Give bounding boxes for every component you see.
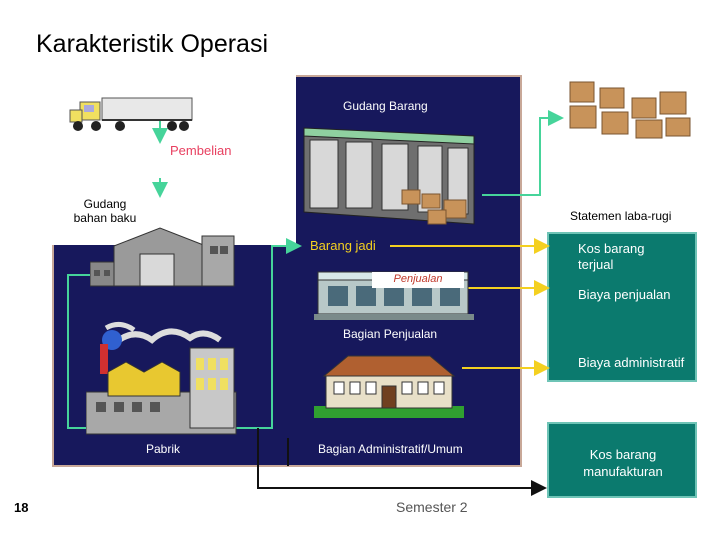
- bagian-admin-label: Bagian Administratif/Umum: [318, 442, 463, 456]
- biaya-penjualan-item: Biaya penjualan: [578, 287, 671, 302]
- pabrik-label: Pabrik: [146, 442, 181, 456]
- kos-barang-terjual-item: Kos barang terjual: [578, 241, 645, 272]
- income-statement-box: [547, 232, 697, 382]
- semester-label: Semester 2: [396, 499, 468, 515]
- pembelian-label: Pembelian: [170, 143, 232, 158]
- biaya-administratif-item: Biaya administratif: [578, 355, 685, 370]
- barang-jadi-label: Barang jadi: [310, 238, 376, 253]
- warehouse-icon: [303, 127, 475, 225]
- kos-barang-manufakturan-label: Kos barang manufakturan: [583, 447, 663, 479]
- gudang-barang-label: Gudang Barang: [343, 99, 428, 113]
- sales-building-sign: Penjualan: [372, 272, 464, 288]
- factory-icon: [86, 322, 237, 435]
- boxes-icon: [569, 81, 691, 139]
- statemen-label: Statemen laba-rugi: [570, 209, 672, 223]
- raw-material-warehouse-icon: [90, 227, 235, 287]
- gudang-bahan-baku-label: Gudang bahan baku: [73, 197, 137, 225]
- page-title: Karakteristik Operasi: [36, 30, 269, 58]
- bagian-penjualan-label: Bagian Penjualan: [343, 327, 438, 341]
- manufacturing-cost-box: [547, 422, 697, 498]
- page-number: 18: [14, 500, 29, 515]
- admin-building-icon: [314, 355, 464, 418]
- truck-icon: [69, 97, 193, 131]
